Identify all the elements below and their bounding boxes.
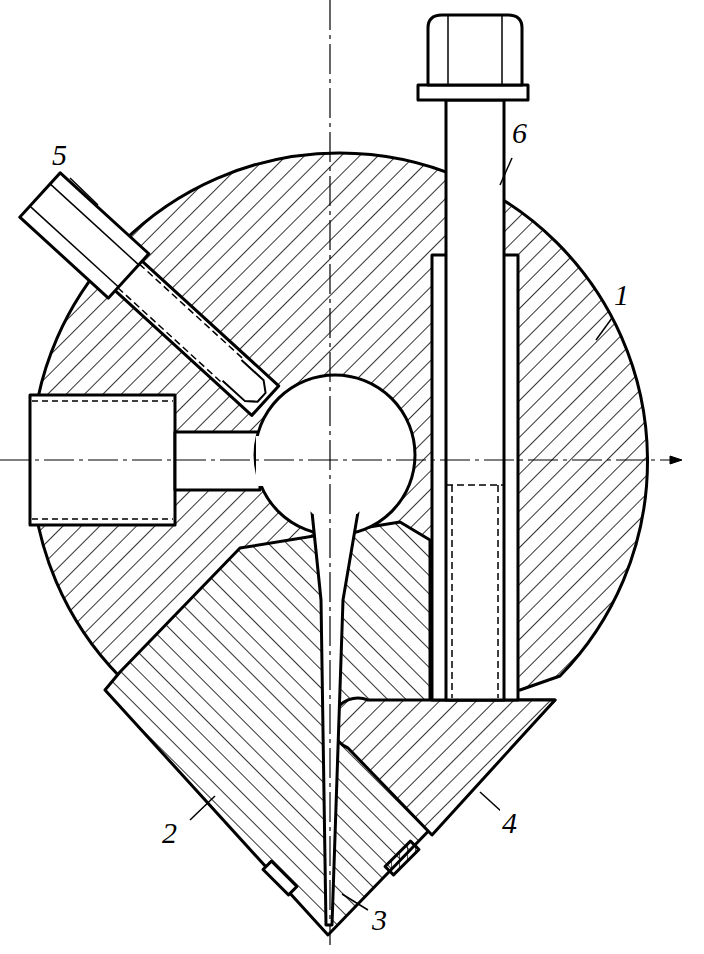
screw bbox=[263, 861, 297, 895]
screw-bolt bbox=[20, 173, 286, 423]
centre-line bbox=[329, 0, 330, 945]
callout-number: 1 bbox=[612, 280, 631, 310]
callout-number: 5 bbox=[50, 140, 69, 170]
callout-number: 6 bbox=[510, 118, 529, 148]
slot bbox=[312, 512, 358, 925]
callout-number: 3 bbox=[370, 905, 389, 935]
bolt bbox=[446, 100, 504, 700]
screw bbox=[385, 841, 419, 875]
callout-number: 2 bbox=[160, 818, 179, 848]
port-passage bbox=[175, 432, 260, 490]
callout-number: 4 bbox=[500, 808, 519, 838]
chamber bbox=[255, 375, 415, 535]
bolt-head bbox=[428, 15, 522, 85]
centre-line bbox=[0, 459, 680, 460]
clamp-piece bbox=[332, 698, 555, 835]
bolt-collar bbox=[418, 85, 528, 100]
leader-line bbox=[70, 158, 612, 910]
